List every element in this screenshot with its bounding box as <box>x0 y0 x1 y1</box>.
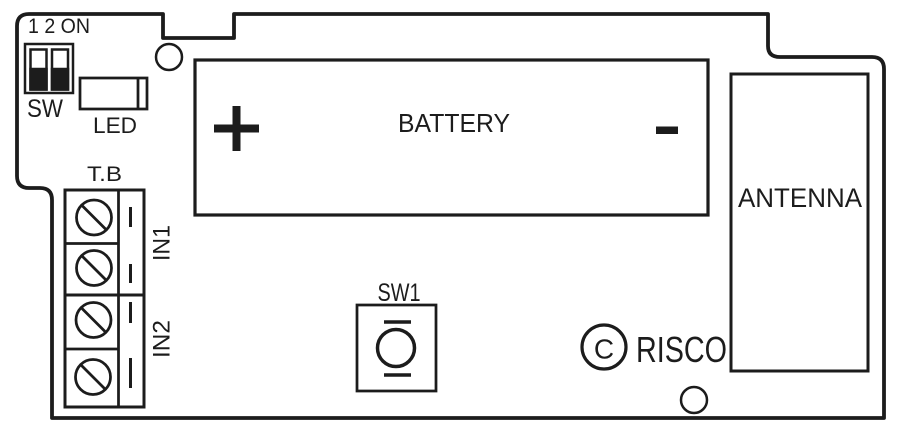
screw-terminal-1 <box>75 198 113 237</box>
brand-logo: C RISCO <box>580 323 727 371</box>
terminal-block: T.B <box>63 163 176 409</box>
antenna-body <box>729 72 870 373</box>
screw-terminal-2 <box>75 249 113 287</box>
mounting-hole-bottom-icon <box>679 385 709 415</box>
dip-switch: 1 2 ON SW <box>23 15 90 123</box>
battery: BATTERY <box>193 58 710 217</box>
dip-switch-scale-label: 1 2 ON <box>28 15 90 38</box>
input1-label: IN1 <box>149 225 176 261</box>
terminal-block-body <box>63 188 146 409</box>
tamper-switch-body <box>355 303 438 393</box>
tamper-switch-button <box>375 327 417 369</box>
brand-name: RISCO <box>636 329 727 370</box>
battery-body <box>193 58 710 217</box>
screw-terminal-4 <box>74 358 112 396</box>
terminal-block-label: T.B <box>87 163 122 186</box>
screw-terminal-3 <box>74 301 113 339</box>
tamper-switch-label: SW1 <box>378 279 421 307</box>
copyright-letter: C <box>594 334 614 365</box>
mounting-hole-top-icon <box>154 42 184 72</box>
led-body <box>78 76 149 111</box>
board-outline <box>15 12 886 420</box>
antenna: ANTENNA <box>729 72 870 373</box>
dip-switch-body <box>23 42 75 95</box>
dip-switch-slot-1 <box>29 48 48 91</box>
dip-switch-slot-2 <box>50 48 70 91</box>
dip-switch-label: SW <box>27 95 63 123</box>
battery-label: BATTERY <box>398 108 510 138</box>
led: LED <box>78 76 149 138</box>
battery-plus-icon <box>214 106 259 151</box>
dip-switch-1-handle <box>29 67 48 91</box>
dip-switch-2-handle <box>50 67 70 91</box>
battery-minus-icon <box>656 126 678 134</box>
antenna-label: ANTENNA <box>738 183 862 213</box>
copyright-circle-icon <box>580 323 628 371</box>
led-label: LED <box>93 113 137 138</box>
tamper-switch: SW1 <box>355 279 438 393</box>
input2-label: IN2 <box>149 320 176 358</box>
